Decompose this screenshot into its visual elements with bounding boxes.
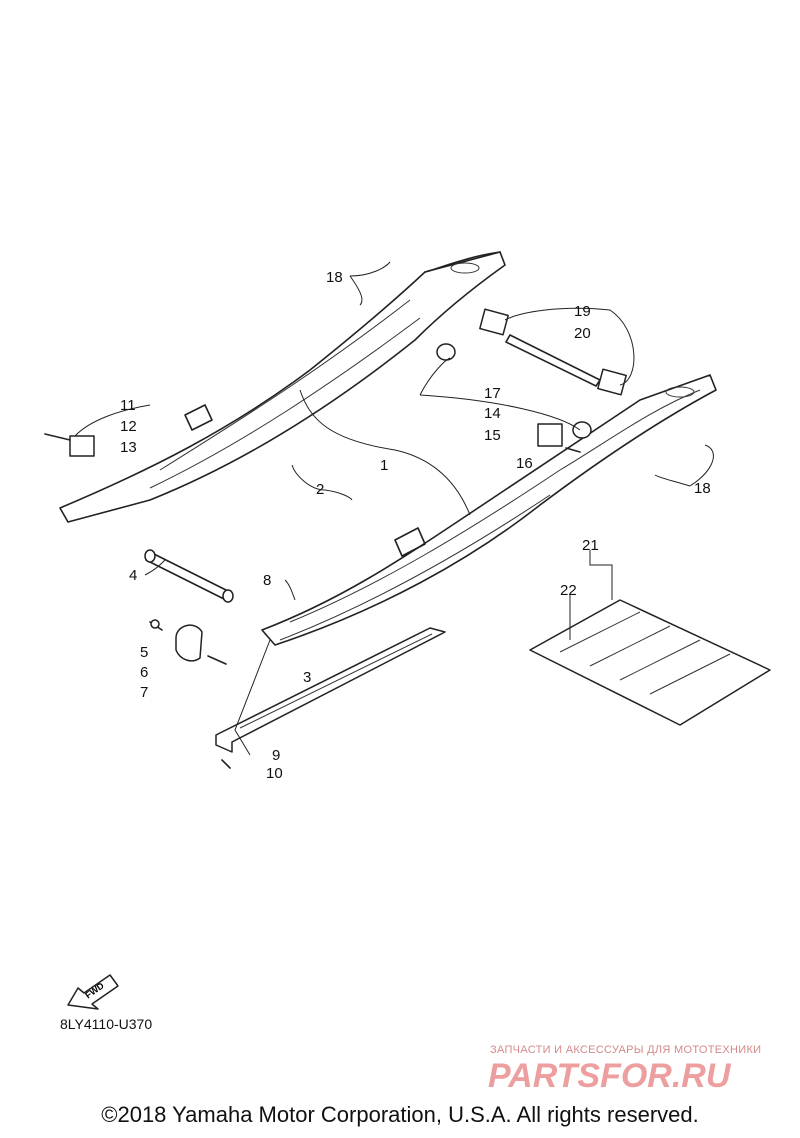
leader-lines xyxy=(74,261,714,756)
diagram-code: 8LY4110-U370 xyxy=(60,1016,153,1032)
callout-5: 5 xyxy=(140,644,148,661)
callout-10: 10 xyxy=(266,765,283,782)
callout-8: 8 xyxy=(263,572,271,589)
callout-18-right: 18 xyxy=(694,480,711,497)
callout-21: 21 xyxy=(582,537,599,554)
callout-4: 4 xyxy=(129,567,137,584)
rear-axle xyxy=(436,308,627,439)
front-shaft xyxy=(144,549,234,603)
callout-22: 22 xyxy=(560,582,577,599)
slide-runner xyxy=(215,627,446,769)
rail-upper xyxy=(59,251,506,523)
front-stopper xyxy=(44,433,95,457)
callout-3: 3 xyxy=(303,669,311,686)
callout-6: 6 xyxy=(140,664,148,681)
callout-2: 2 xyxy=(316,481,324,498)
callout-11: 11 xyxy=(120,397,136,414)
svg-text:PARTSFOR.RU: PARTSFOR.RU xyxy=(488,1057,732,1093)
copyright-notice: ©2018 Yamaha Motor Corporation, U.S.A. A… xyxy=(101,1102,699,1127)
rail-lower xyxy=(261,374,717,646)
callout-20: 20 xyxy=(574,325,591,342)
fwd-arrow-icon: FWD xyxy=(67,974,119,1010)
callout-15: 15 xyxy=(484,427,501,444)
callout-7: 7 xyxy=(140,684,148,701)
bracket-parts xyxy=(149,619,227,665)
stopper-block xyxy=(537,423,581,453)
callout-19: 19 xyxy=(574,303,591,320)
callout-9: 9 xyxy=(272,747,280,764)
callout-14: 14 xyxy=(484,405,501,422)
callout-16: 16 xyxy=(516,455,533,472)
watermark-tagline: ЗАПЧАСТИ И АКСЕССУАРЫ ДЛЯ МОТОТЕХНИКИ xyxy=(490,1044,762,1056)
callout-labels: 1 2 3 4 5 6 7 8 9 10 11 12 13 14 15 16 1… xyxy=(120,269,711,782)
callout-12: 12 xyxy=(120,418,137,435)
callout-1: 1 xyxy=(380,457,388,474)
callout-18-top: 18 xyxy=(326,269,343,286)
callout-13: 13 xyxy=(120,439,137,456)
track-clip-panel xyxy=(529,599,771,726)
watermark-logo: PARTSFOR.RU xyxy=(488,1057,732,1093)
callout-17: 17 xyxy=(484,385,501,402)
